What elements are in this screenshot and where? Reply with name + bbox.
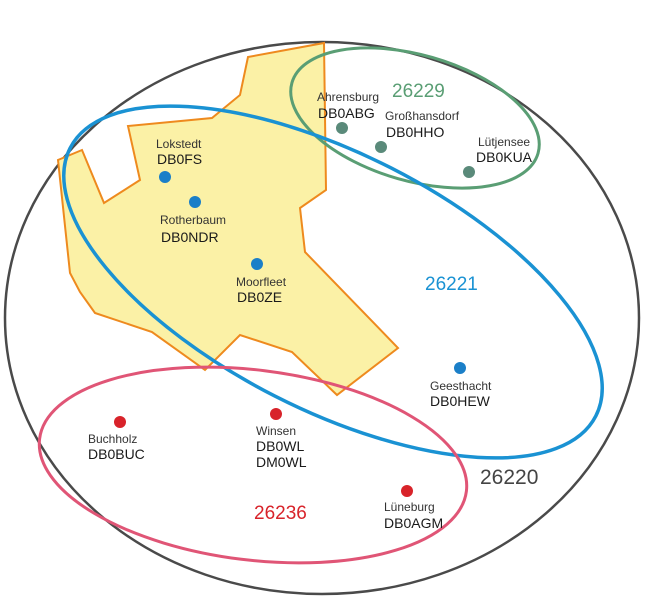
station-dot-moorfleet[interactable] [251,258,263,270]
station-dot-lokstedt[interactable] [159,171,171,183]
station-call-buchholz: DB0BUC [88,446,145,462]
station-dot-ahrensburg[interactable] [336,122,348,134]
group-26221-label: 26221 [425,274,478,295]
station-call-winsen: DB0WL [256,438,304,454]
station-dot-rotherbaum[interactable] [189,196,201,208]
group-26220-label: 26220 [480,466,538,489]
group-26220-boundary [3,40,641,596]
station-place-ahrensburg: Ahrensburg [317,90,379,104]
station-dot-grosshansdorf[interactable] [375,141,387,153]
station-place-geesthacht: Geesthacht [430,379,492,393]
station-call-luetjensee: DB0KUA [476,149,533,165]
station-call-geesthacht: DB0HEW [430,393,491,409]
group-26229-boundary [289,46,541,190]
station-dot-geesthacht[interactable] [454,362,466,374]
group-26229-label: 26229 [392,81,445,102]
station-call-moorfleet: DB0ZE [237,289,282,305]
group-26221-boundary [62,104,604,460]
station-place-winsen: Winsen [256,424,296,438]
station-call-grosshansdorf: DB0HHO [386,124,444,140]
station-call-lokstedt: DB0FS [157,151,202,167]
station-call-ahrensburg: DB0ABG [318,105,375,121]
station-call-lueneburg: DB0AGM [384,515,443,531]
station-dot-lueneburg[interactable] [401,485,413,497]
station-dot-luetjensee[interactable] [463,166,475,178]
station-place-rotherbaum: Rotherbaum [160,213,226,227]
station-dot-winsen[interactable] [270,408,282,420]
station-place-grosshansdorf: Großhansdorf [385,109,460,123]
station-dot-buchholz[interactable] [114,416,126,428]
station-place-lokstedt: Lokstedt [156,137,202,151]
station-place-moorfleet: Moorfleet [236,275,287,289]
group-26236-boundary [37,365,469,565]
station-place-buchholz: Buchholz [88,432,137,446]
station-place-lueneburg: Lüneburg [384,500,435,514]
station-call2-winsen: DM0WL [256,454,307,470]
group-26236-label: 26236 [254,503,307,524]
station-call-rotherbaum: DB0NDR [161,229,219,245]
station-place-luetjensee: Lütjensee [478,135,530,149]
